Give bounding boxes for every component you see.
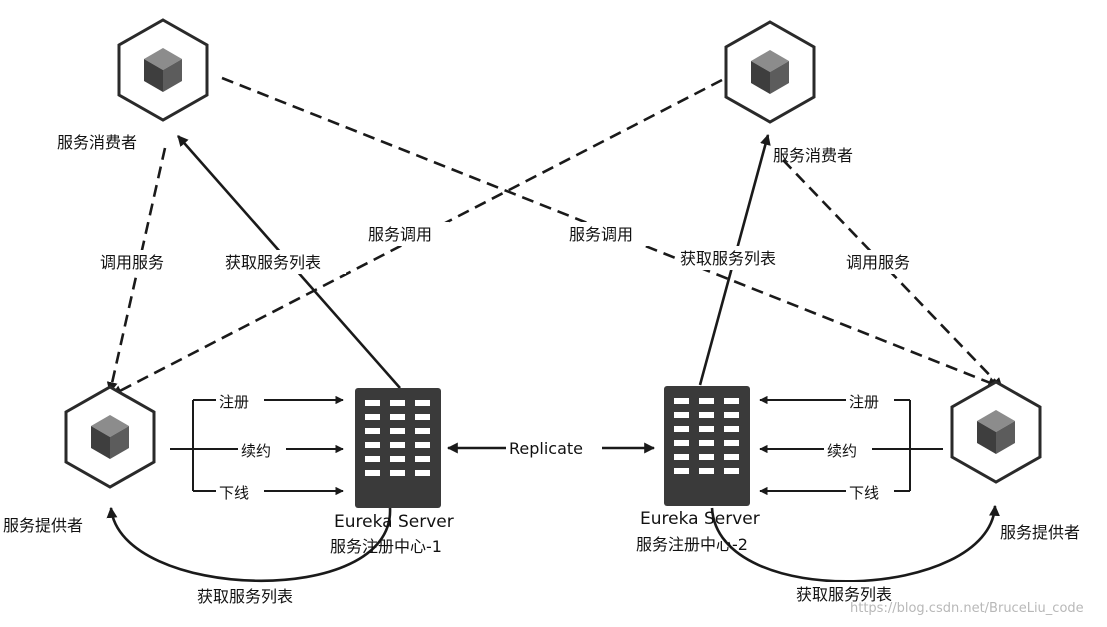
server-right-subtitle: 服务注册中心-2 [636, 535, 748, 554]
renew-label-right: 续约 [827, 442, 857, 460]
cross-invoke-label-left: 服务调用 [368, 225, 432, 244]
provider-right-label: 服务提供者 [1000, 523, 1080, 542]
fetch-label-left-top: 获取服务列表 [225, 253, 321, 272]
consumer-left-label: 服务消费者 [57, 133, 137, 152]
cancel-label-left: 下线 [219, 484, 249, 502]
cross-invoke-label-right: 服务调用 [569, 225, 633, 244]
watermark: https://blog.csdn.net/BruceLiu_code [850, 601, 1084, 616]
cross-invoke-arrow-right [221, 76, 1000, 388]
server-left-icon [355, 388, 441, 508]
fetch-arrow-right-bottom [710, 504, 1000, 583]
invoke-label-right: 调用服务 [846, 253, 910, 272]
cancel-label-right: 下线 [849, 484, 879, 502]
consumer-right-label: 服务消费者 [773, 146, 853, 165]
register-label-left: 注册 [219, 393, 249, 411]
fetch-label-left-bottom: 获取服务列表 [197, 587, 293, 606]
provider-right-icon [950, 380, 1042, 484]
register-label-right: 注册 [849, 393, 879, 411]
fetch-label-right-bottom: 获取服务列表 [796, 585, 892, 604]
provider-left-icon [64, 385, 156, 489]
server-right-icon [664, 386, 750, 506]
consumer-right-icon [724, 20, 816, 124]
invoke-label-left: 调用服务 [100, 253, 164, 272]
replicate-label: Replicate [509, 439, 583, 458]
server-right-name: Eureka Server [640, 509, 760, 529]
server-left-name: Eureka Server [334, 512, 454, 532]
fetch-arrow-left-bottom [106, 506, 392, 583]
fetch-label-right-top: 获取服务列表 [680, 249, 776, 268]
consumer-left-icon [117, 18, 209, 122]
renew-label-left: 续约 [241, 442, 271, 460]
provider-left-label: 服务提供者 [3, 516, 83, 535]
server-left-subtitle: 服务注册中心-1 [330, 537, 442, 556]
